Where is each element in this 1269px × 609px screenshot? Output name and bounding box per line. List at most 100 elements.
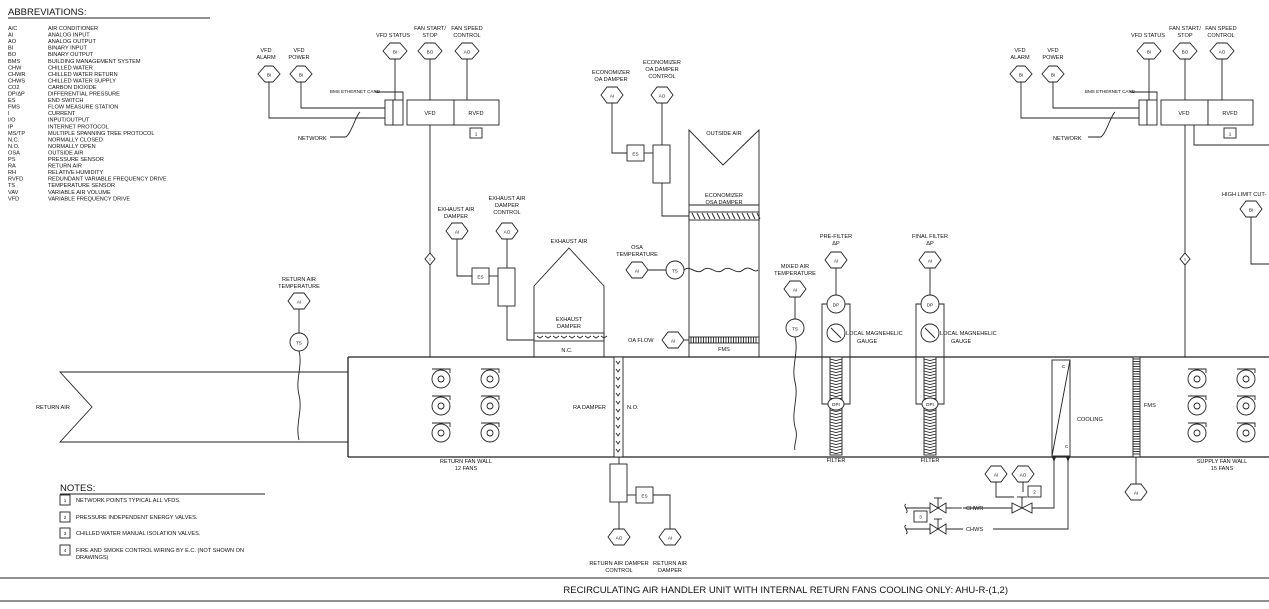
- ra-damper: RA DAMPER N.O. ES AO AI RETURN AIR DAMPE…: [573, 356, 687, 574]
- s-vfd-label: VFD: [1178, 111, 1189, 117]
- abbreviation-code: TS: [8, 183, 15, 189]
- mixed-air-temp-label: MIXED AIR: [781, 264, 809, 270]
- note-text: FIRE AND SMOKE CONTROL WIRING BY E.C. (N…: [76, 548, 244, 554]
- vfd-power-io: BI: [299, 73, 303, 78]
- abbreviation-code: I/O: [8, 118, 16, 124]
- oa-flow-station: OA FLOW AI FMS: [628, 331, 760, 353]
- abbreviation-code: N.O.: [8, 144, 20, 150]
- filter-dpi: DPI: [832, 402, 840, 407]
- abbreviation-desc: RELATIVE HUMIDITY: [48, 170, 103, 176]
- supply-fms: FMS AI: [1124, 356, 1156, 501]
- econ-oa-control-label: ECONOMIZER: [643, 60, 681, 66]
- outside-air-label: OUTSIDE AIR: [706, 131, 741, 137]
- abbreviation-code: CHW: [8, 65, 22, 71]
- note-number: 1: [64, 498, 67, 503]
- ra-damper-ao: AO: [616, 536, 623, 541]
- chwr-label: CHWR: [966, 506, 983, 512]
- vfd-alarm-io: BI: [267, 73, 271, 78]
- vfd-status-io: BI: [393, 50, 397, 55]
- fan-start-stop-label: FAN START/: [414, 26, 446, 32]
- exhaust-damper-nc: N.C.: [561, 348, 573, 354]
- abbreviation-code: ES: [8, 98, 16, 104]
- econ-oa-damper-label: ECONOMIZER: [592, 70, 630, 76]
- return-air-temperature: RETURN AIR TEMPERATURE AI TS: [278, 277, 320, 441]
- s-vfd-status-io: BI: [1147, 50, 1151, 55]
- s-vfd-status-label: VFD STATUS: [1131, 33, 1165, 39]
- ra-damper-es: ES: [641, 494, 647, 499]
- abbreviation-code: CHWS: [8, 78, 25, 84]
- s-network-label: NETWORK: [1053, 136, 1082, 142]
- mixed-air-ai: AI: [793, 288, 797, 293]
- abbreviation-desc: AIR CONDITIONER: [48, 26, 98, 32]
- fan-icon: [431, 368, 451, 389]
- ra-damper-no: N.O.: [627, 405, 639, 411]
- abbreviation-desc: CARBON DIOXIDE: [48, 85, 97, 91]
- note-ref-2: 2: [1033, 490, 1036, 495]
- filter-title-dp: ΔP: [832, 241, 840, 247]
- abbreviation-code: BI: [8, 46, 14, 52]
- fan-speed-point: [454, 42, 480, 60]
- fan-icon: [1236, 368, 1256, 389]
- exhaust-damper-control-label-3: CONTROL: [493, 210, 520, 216]
- coil-c-top: C: [1062, 364, 1066, 369]
- s-vfd-alarm-label: VFD: [1014, 48, 1025, 54]
- note-text-cont: DRAWINGS): [76, 555, 109, 561]
- s-fan-speed-label: FAN SPEED: [1205, 26, 1236, 32]
- abbreviation-desc: BUILDING MANAGEMENT SYSTEM: [48, 59, 141, 65]
- fan-icon: [480, 368, 500, 389]
- economizer-controls: ECONOMIZER OA DAMPER AI ECONOMIZER OA DA…: [592, 60, 761, 221]
- abbreviation-code: VFD: [8, 196, 19, 202]
- filter-label: FILTER: [921, 458, 940, 464]
- cooling-coil: C C COOLING: [993, 359, 1103, 530]
- return-air-temp-io: AI: [297, 300, 301, 305]
- current-sensor-left: I: [429, 257, 430, 262]
- return-fan-wall-count: 12 FANS: [455, 466, 478, 472]
- oa-flow-label: OA FLOW: [628, 338, 654, 344]
- note-number: 4: [64, 548, 67, 553]
- econ-oa-control-label-3: CONTROL: [648, 74, 675, 80]
- abbreviation-code: CO2: [8, 85, 20, 91]
- filter-title: FINAL FILTER: [912, 234, 948, 240]
- exhaust-air-label: EXHAUST AIR: [551, 239, 588, 245]
- return-fan-wall-label: RETURN FAN WALL: [440, 459, 492, 465]
- fan-icon: [1236, 395, 1256, 416]
- abbreviation-desc: CHILLED WATER: [48, 65, 93, 71]
- abbreviation-desc: ANALOG INPUT: [48, 33, 90, 39]
- vfd-status-point: [382, 42, 408, 60]
- abbreviation-code: BO: [8, 52, 17, 58]
- supply-fan-wall-label: SUPPLY FAN WALL: [1197, 459, 1248, 465]
- fan-icon: [1187, 368, 1207, 389]
- note-text: CHILLED WATER MANUAL ISOLATION VALVES.: [76, 531, 201, 537]
- supply-fms-label: FMS: [1144, 403, 1156, 409]
- s-rvfd-label: RVFD: [1222, 111, 1237, 117]
- rvfd-box: [453, 99, 500, 126]
- supply-fan-wall-count: 15 FANS: [1211, 466, 1234, 472]
- abbreviation-desc: CHILLED WATER SUPPLY: [48, 78, 116, 84]
- abbreviation-desc: CHILLED WATER RETURN: [48, 72, 118, 78]
- filter-label: FILTER: [827, 458, 846, 464]
- abbreviation-code: VAV: [8, 190, 19, 196]
- abbreviation-code: OSA: [8, 150, 20, 156]
- supply-fms-ai: AI: [1134, 491, 1138, 496]
- exhaust-damper-name-2: DAMPER: [557, 324, 581, 330]
- vfd-alarm-point: [257, 65, 281, 83]
- econ-oa-es: ES: [632, 152, 638, 157]
- abbreviation-code: IP: [8, 124, 14, 130]
- return-air-inlet: RETURN AIR: [36, 371, 348, 443]
- fan-icon: [1187, 395, 1207, 416]
- abbreviation-code: AO: [8, 39, 17, 45]
- note-text: PRESSURE INDEPENDENT ENERGY VALVES.: [76, 515, 198, 521]
- fan-icon: [480, 422, 500, 443]
- ra-damper-status-label-2: DAMPER: [658, 568, 682, 574]
- abbreviation-code: RH: [8, 170, 16, 176]
- s-vfd-power-label: VFD: [1047, 48, 1058, 54]
- abbreviation-desc: TEMPERATURE SENSOR: [48, 183, 115, 189]
- abbreviation-desc: OUTSIDE AIR: [48, 150, 83, 156]
- econ-oa-control-label-2: OA DAMPER: [645, 67, 678, 73]
- abbreviation-desc: VARIABLE FREQUENCY DRIVE: [48, 196, 130, 202]
- cooling-label: COOLING: [1077, 417, 1103, 423]
- filter-dpi: DPI: [926, 402, 934, 407]
- fan-icon: [1187, 422, 1207, 443]
